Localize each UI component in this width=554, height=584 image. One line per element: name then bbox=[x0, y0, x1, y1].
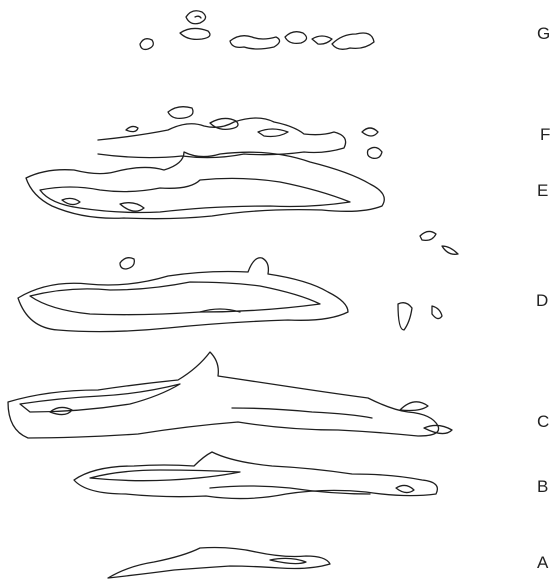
label-a: A bbox=[537, 553, 548, 573]
label-g: G bbox=[537, 24, 550, 44]
label-d: D bbox=[536, 291, 548, 311]
outline-layer-e bbox=[26, 152, 458, 254]
outline-layer-b bbox=[74, 452, 437, 499]
label-e: E bbox=[537, 181, 548, 201]
label-b: B bbox=[537, 477, 548, 497]
outline-layer-f bbox=[98, 107, 382, 159]
label-f: F bbox=[540, 125, 550, 145]
outline-layer-g bbox=[140, 11, 374, 50]
outline-layer-a bbox=[108, 548, 330, 579]
label-c: C bbox=[537, 412, 549, 432]
outline-layer-d bbox=[18, 258, 442, 332]
outline-layer-c bbox=[8, 352, 452, 438]
